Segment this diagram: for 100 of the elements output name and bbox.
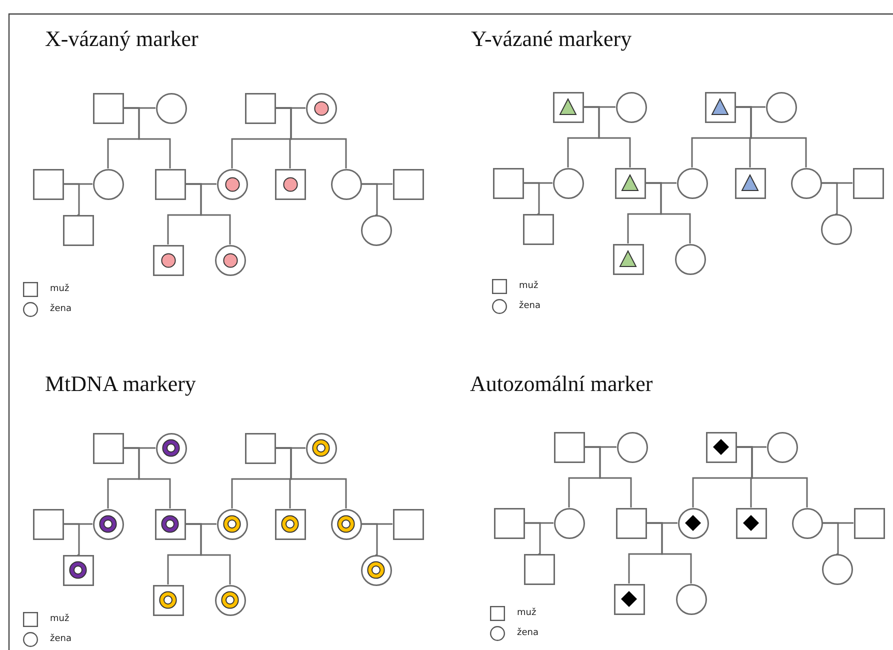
panel-title: MtDNA markery [45, 372, 196, 396]
marker-dot-icon [314, 100, 328, 116]
marker-ring-icon [69, 561, 87, 579]
pedigree-line [646, 522, 692, 584]
male-square [706, 432, 736, 462]
marker-ring-icon [99, 515, 117, 533]
male-square [492, 168, 524, 198]
male-square [244, 432, 276, 464]
female-circle [360, 554, 392, 586]
marker-ring-icon [162, 439, 180, 457]
pedigree-line [124, 107, 171, 168]
pedigree-line [124, 447, 171, 508]
legend-label: muž [519, 282, 538, 291]
legend-label: muž [50, 285, 70, 294]
marker-ring-icon [281, 515, 299, 533]
female-circle [306, 92, 336, 124]
male-square [392, 508, 424, 540]
pedigree-line [276, 107, 347, 168]
legend-label: muž [50, 615, 70, 624]
female-circle [214, 244, 246, 276]
legend-label: muž [517, 609, 536, 618]
female-circle [676, 584, 706, 614]
marker-dot-icon [224, 176, 240, 192]
female-circle [92, 508, 124, 540]
female-circle [616, 92, 646, 122]
female-circle [330, 508, 362, 540]
male-square [32, 508, 64, 540]
male-square [612, 244, 644, 274]
male-square [854, 508, 884, 538]
pedigree-line [736, 446, 808, 508]
male-square [92, 92, 124, 124]
legend-label: žena [50, 635, 72, 644]
male-square [734, 168, 766, 198]
male-square [704, 92, 736, 122]
male-square [554, 432, 584, 462]
female-circle [214, 584, 246, 616]
marker-ring-icon [337, 515, 355, 533]
panel-title: X-vázaný marker [45, 27, 198, 52]
panel-title: Autozomální marker [470, 372, 653, 396]
marker-triangle-icon [559, 98, 577, 116]
marker-ring-icon [367, 561, 385, 579]
pedigree-line [736, 106, 807, 168]
marker-triangle-icon [741, 174, 759, 192]
marker-dot-icon [160, 252, 176, 268]
pedigree-line [822, 182, 838, 215]
female-circle [766, 432, 798, 462]
female-circle [678, 508, 708, 538]
male-square [852, 168, 884, 198]
marker-diamond-icon [712, 438, 730, 456]
male-square [154, 168, 186, 200]
marker-diamond-icon [684, 514, 702, 532]
marker-ring-icon [312, 439, 330, 457]
female-circle [216, 168, 248, 200]
pedigree-line [186, 183, 231, 244]
female-circle [360, 214, 392, 246]
pedigree-line [646, 182, 691, 244]
marker-ring-icon [221, 591, 239, 609]
female-circle [156, 92, 186, 124]
female-circle [156, 432, 186, 464]
female-circle [216, 508, 248, 540]
female-circle [792, 508, 822, 538]
marker-dot-icon [282, 176, 298, 192]
marker-diamond-icon [620, 590, 638, 608]
pedigree-line [64, 523, 80, 556]
female-circle [92, 168, 124, 200]
pedigree-line [584, 446, 632, 508]
pedigree-line [584, 106, 631, 168]
male-square [736, 508, 766, 538]
male-square [392, 168, 424, 200]
pedigree-line [64, 183, 80, 216]
male-square [92, 432, 124, 464]
male-square [494, 508, 524, 538]
panel-title: Y-vázané markery [471, 27, 632, 52]
marker-ring-icon [161, 515, 179, 533]
male-square [152, 584, 184, 616]
legend-label: žena [50, 305, 72, 314]
female-circle [674, 244, 706, 274]
marker-diamond-icon [742, 514, 760, 532]
pedigree-line [822, 522, 839, 555]
female-circle [552, 168, 584, 198]
male-square [154, 508, 186, 540]
legend-label: žena [517, 629, 538, 638]
female-circle [822, 554, 852, 584]
male-square [62, 214, 94, 246]
female-circle [790, 168, 822, 198]
pedigree-line [524, 182, 540, 215]
legend-label: žena [519, 302, 540, 311]
female-circle [676, 168, 708, 198]
pedigree-line [276, 447, 347, 508]
male-square [274, 508, 306, 540]
male-square [244, 92, 276, 124]
male-square [524, 554, 554, 584]
pedigree-line [362, 183, 378, 216]
male-square [522, 214, 554, 244]
marker-dot-icon [222, 252, 238, 268]
male-square [616, 508, 646, 538]
male-square [614, 168, 646, 198]
marker-ring-icon [223, 515, 241, 533]
female-circle [820, 214, 852, 244]
male-square [552, 92, 584, 122]
